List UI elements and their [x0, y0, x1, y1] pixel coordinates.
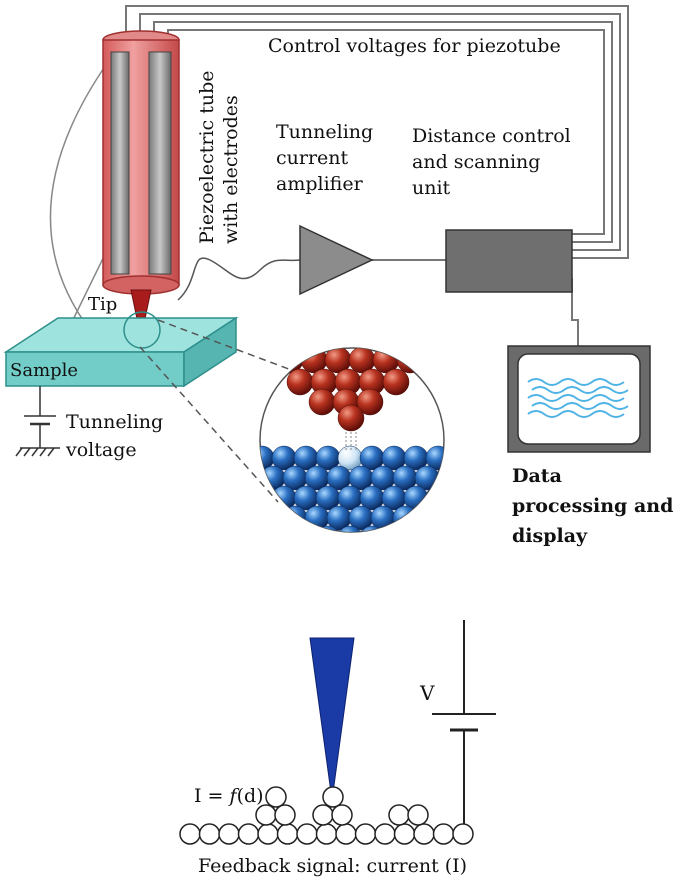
distance-control-box [445, 229, 573, 293]
schematic-atom [265, 786, 287, 808]
electrode-right [148, 51, 172, 275]
data-display-label-2: processing and [512, 495, 673, 517]
schematic-atom [407, 804, 429, 826]
zoom-line-top [157, 319, 303, 375]
schematic-atom [315, 823, 338, 845]
stm-tip [130, 289, 152, 339]
distance-control-label-2: and scanning [412, 151, 540, 173]
control-voltage-wires [125, 5, 629, 259]
schematic-atom [237, 823, 260, 845]
schematic-atom [255, 804, 277, 826]
current-formula: I = f(d) [194, 785, 264, 807]
schematic-atom [374, 823, 396, 845]
amplifier-label-3: amplifier [276, 173, 364, 195]
schematic-tip [309, 637, 355, 801]
tube-cable [49, 61, 109, 331]
sample-atom [436, 505, 444, 531]
schematic-atom [276, 823, 299, 845]
schematic-atom [322, 786, 344, 808]
tip-atom [382, 368, 410, 396]
sample-label: Sample [10, 360, 78, 381]
sample-atom [414, 505, 440, 531]
piezo-tube-label-1: Piezoelectric tube [196, 70, 218, 244]
tunneling-voltage-label-1: Tunneling [66, 411, 163, 433]
sample-atom [448, 446, 472, 470]
sample-atom [260, 505, 286, 531]
sample-atom [425, 445, 444, 471]
sample-atom [436, 465, 444, 491]
schematic-atom [393, 823, 416, 845]
sample-atom [359, 525, 385, 532]
sample-atom [260, 525, 275, 532]
schematic-atom [354, 823, 377, 845]
zoom-line-bottom [139, 346, 279, 503]
sample-atom [392, 505, 418, 531]
schematic-atom [198, 823, 221, 845]
data-display-label-1: Data [512, 465, 562, 487]
schematic-atom [257, 823, 279, 845]
tip-atom [396, 348, 424, 374]
tip-magnifier-ring [123, 311, 161, 349]
monitor [507, 345, 651, 453]
tip-atom [308, 388, 336, 416]
schematic-atom [312, 804, 334, 826]
current-formula-suffix: (d) [237, 785, 264, 807]
sample-atom [459, 506, 483, 530]
schematic-atom [388, 804, 410, 826]
sample-atom [282, 505, 308, 531]
battery-circuit [432, 620, 496, 824]
sample-atom [448, 526, 472, 550]
voltage-symbol: V [419, 681, 435, 705]
control-voltages-label: Control voltages for piezotube [268, 35, 561, 57]
feedback-signal-label: Feedback signal: current (I) [198, 855, 467, 877]
schematic-atom [296, 823, 318, 845]
sample-atom [271, 525, 297, 532]
sample-atom [459, 466, 483, 490]
schematic-atom [179, 823, 201, 845]
signal-wire [177, 257, 301, 301]
schematic-atom [413, 823, 435, 845]
amplifier-triangle [299, 224, 374, 296]
schematic-atom [218, 823, 240, 845]
schematic-atom [432, 823, 455, 845]
current-formula-f: f [228, 785, 240, 807]
tip-atom [337, 404, 365, 432]
electrode-left [110, 51, 130, 275]
sample-atoms [260, 445, 483, 550]
atom-zoom-circle [259, 347, 483, 550]
sample-atom [425, 525, 444, 532]
sample-atom [315, 525, 341, 532]
schematic-atoms [179, 786, 474, 845]
piezo-tube-label-2: with electrodes [220, 95, 242, 244]
tip-label: Tip [88, 294, 117, 315]
data-display-label-3: display [512, 525, 588, 547]
sample-atom [381, 525, 407, 532]
tip-atom [356, 388, 384, 416]
tunneling-voltage-label-2: voltage [65, 439, 137, 461]
sample-atom [293, 525, 319, 532]
sample-atom [337, 525, 363, 532]
current-formula-prefix: I = [194, 785, 230, 807]
screen-waves [527, 378, 629, 418]
control-to-monitor-wire [571, 278, 579, 346]
schematic-atom [331, 804, 353, 826]
sample-atom [448, 486, 472, 510]
sample-slab [3, 316, 239, 388]
amplifier-label-2: current [276, 147, 349, 169]
sample-atom [260, 485, 275, 511]
schematic-atom [452, 823, 474, 845]
sample-atom [403, 525, 429, 532]
schematic-atom [335, 823, 357, 845]
piezo-tube [102, 30, 180, 295]
tip-atom [286, 368, 314, 396]
amplifier-label-1: Tunneling [276, 121, 373, 143]
ground-symbol [15, 386, 60, 457]
schematic-atom [274, 804, 296, 826]
distance-control-label-3: unit [412, 177, 451, 199]
distance-control-label-1: Distance control [412, 125, 571, 147]
